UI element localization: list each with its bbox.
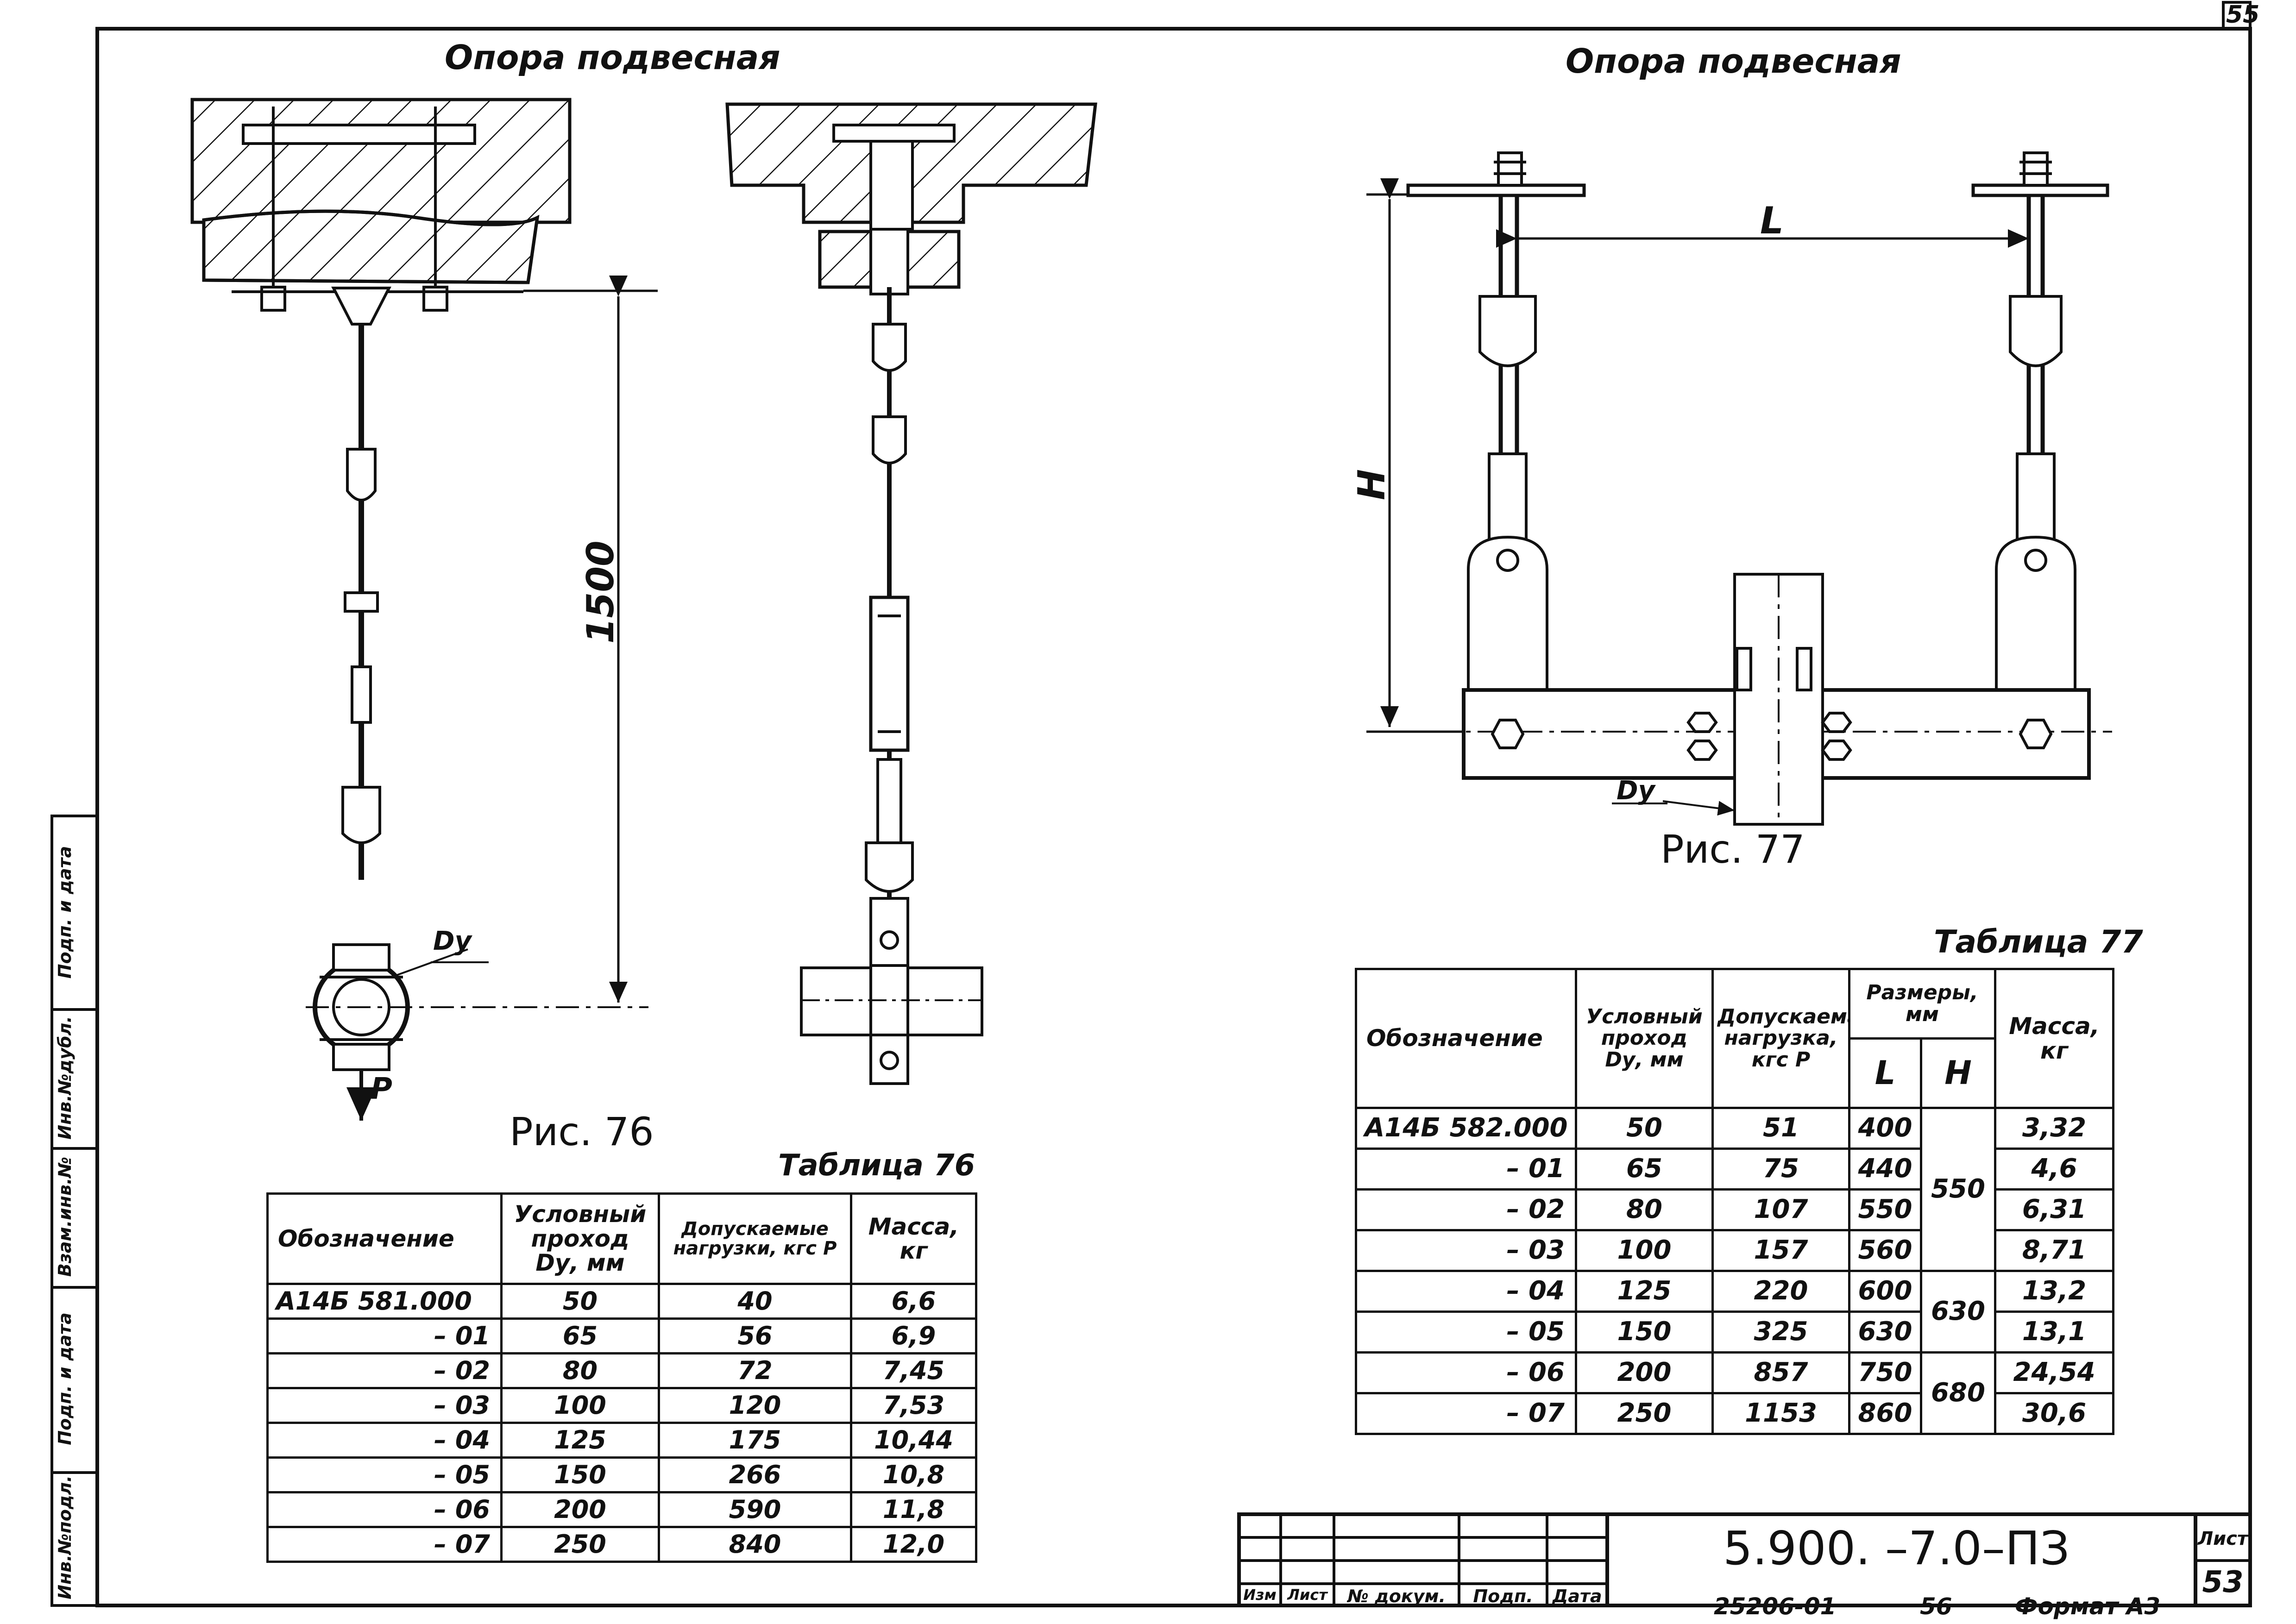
title-block-lines (1237, 1512, 2252, 1607)
fig77-title: Опора подвесная (1566, 42, 1901, 81)
document-designation: 5.900. –7.0–ПЗ (1723, 1521, 2070, 1575)
title-block-col-izm: Изм (1243, 1586, 1277, 1604)
t76-header-code: Обозначение (266, 1192, 503, 1285)
bottom-code: 25206-01 (1714, 1593, 1837, 1620)
fig76-load-label: P (371, 1072, 392, 1106)
h-group-680: 680 (1920, 1351, 1996, 1435)
table-row: – 07 250 840 12,0 (266, 1526, 977, 1563)
bottom-page: 56 (1920, 1593, 1952, 1620)
fig77-dy-label: Dу (1617, 776, 1655, 806)
dimension-h-label: H (1350, 469, 1393, 500)
leader-underlines (431, 803, 1667, 963)
table-row: А14Б 581.000 50 40 6,6 (266, 1283, 977, 1320)
title-block-col-date: Дата (1552, 1586, 1602, 1606)
side-stamp-field-1: Инв.№подл. (55, 1475, 75, 1599)
fig76-title: Опора подвесная (445, 38, 780, 77)
sheet-format: Формат А3 (2015, 1593, 2161, 1620)
table-row: А14Б 582.000 50 51 400 550 3,32 (1355, 1107, 2114, 1272)
table-row: – 03 100 120 7,53 (266, 1387, 977, 1424)
h-group-550: 550 (1920, 1107, 1996, 1272)
table77-title: Таблица 77 (1934, 924, 2143, 960)
side-stamp-field-4: Инв.№дубл. (55, 1016, 75, 1140)
t76-header-mass: Масса, кг (850, 1192, 977, 1285)
table-76: Обозначение Условный проход Dу, мм Допус… (266, 1192, 977, 1563)
side-stamp-field-2: Подп. и дата (55, 1312, 75, 1445)
t77-header-mass: Масса, кг (1994, 968, 2114, 1109)
title-block-col-list: Лист (1287, 1586, 1327, 1604)
dimensions-fig77 (1366, 178, 2029, 733)
dimension-1500-label: 1500 (579, 540, 622, 644)
t77-header-h: H (1920, 1037, 1996, 1109)
sheet-label: Лист (2197, 1528, 2248, 1549)
table76-title: Таблица 76 (778, 1148, 975, 1183)
dimension-1500 (523, 276, 658, 1003)
side-stamp-field-3: Взам.инв.№ (55, 1156, 75, 1277)
t77-header-load: Допускаемая нагрузка, кгс P (1711, 968, 1850, 1109)
side-stamp-field-5: Подп. и дата (55, 846, 75, 979)
title-block-col-doc: № докум. (1347, 1586, 1446, 1606)
table-row: – 03 100 157 560 8,71 (1355, 1229, 2114, 1272)
table-row: – 04 125 220 600 630 13,2 (1355, 1270, 2114, 1354)
fig76-dy-label: Dу (433, 926, 472, 956)
fig76-front-view (190, 98, 648, 1121)
table-row: – 02 80 107 550 6,31 (1355, 1188, 2114, 1231)
side-stamp (50, 815, 99, 1607)
table-row: – 06 200 590 11,8 (266, 1491, 977, 1528)
t76-header-load: Допускаемые нагрузки, кгс P (658, 1192, 852, 1285)
title-block-col-sign: Подп. (1473, 1586, 1533, 1606)
dimension-l-label: L (1760, 199, 1784, 242)
table-row: – 02 80 72 7,45 (266, 1352, 977, 1389)
sheet-number: 53 (2202, 1565, 2244, 1599)
t77-header-l: L (1848, 1037, 1922, 1109)
table-row: – 05 150 266 10,8 (266, 1456, 977, 1493)
fig77-drawing (1406, 151, 2112, 826)
t76-header-dn: Условный проход Dу, мм (500, 1192, 660, 1285)
table-row: – 07 250 1153 860 30,6 (1355, 1392, 2114, 1435)
sheet-corner-number: 55 (2226, 1, 2260, 29)
table-row: – 05 150 325 630 13,1 (1355, 1310, 2114, 1354)
table-row: – 01 65 75 440 4,6 (1355, 1147, 2114, 1191)
table-77: Обозначение Условный проход Dу, мм Допус… (1355, 968, 2114, 1435)
table-row: – 04 125 175 10,44 (266, 1422, 977, 1459)
t77-header-dn: Условный проход Dу, мм (1575, 968, 1714, 1109)
table-row: – 01 65 56 6,9 (266, 1317, 977, 1354)
fig77-caption: Рис. 77 (1661, 827, 1805, 872)
h-group-630: 630 (1920, 1270, 1996, 1354)
t77-header-code: Обозначение (1355, 968, 1577, 1109)
t77-header-dims: Размеры, мм (1848, 968, 1996, 1040)
fig76-side-view (725, 102, 1097, 1085)
fig76-caption: Рис. 76 (510, 1109, 654, 1154)
table-row: – 06 200 857 750 680 24,54 (1355, 1351, 2114, 1435)
